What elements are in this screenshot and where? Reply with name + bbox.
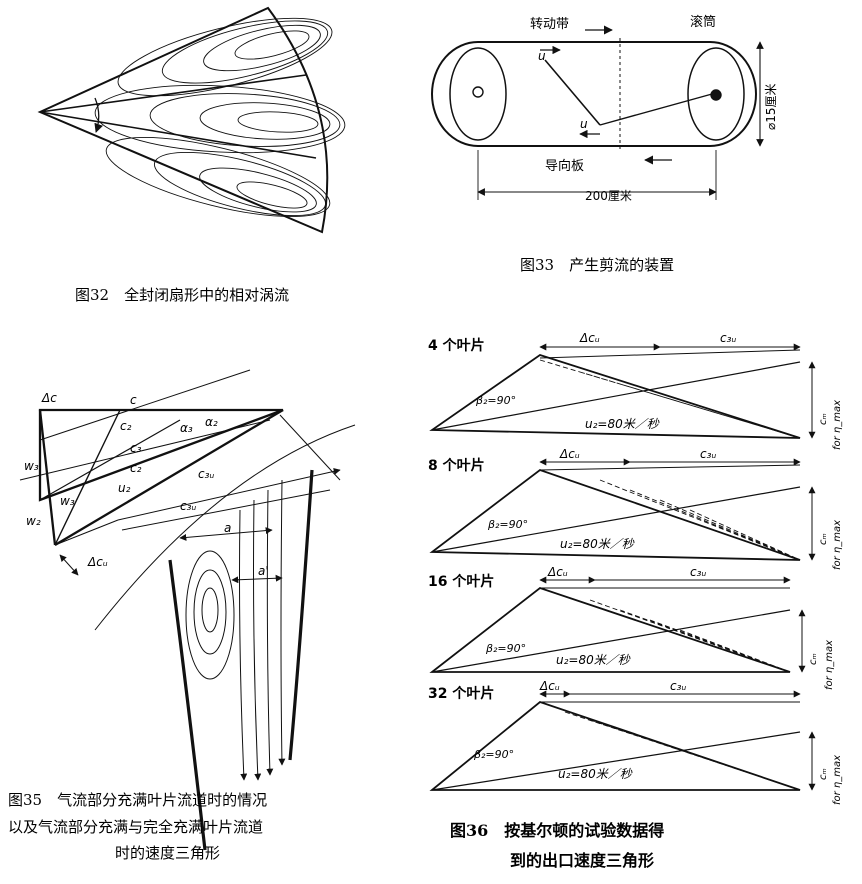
drum-label: 滚筒 — [690, 14, 716, 30]
blade-wall-right — [288, 469, 314, 761]
sector-outline — [37, 6, 329, 234]
panel-cm-label: cₘ — [818, 533, 829, 545]
fig36-caption-line2: 到的出口速度三角形 — [510, 851, 654, 870]
dcu-label: Δcᵤ — [87, 555, 108, 569]
diameter-label: ⌀15厘米 — [764, 84, 778, 131]
panel-blades-label: 32 个叶片 — [428, 685, 494, 702]
w2-label: w₂ — [26, 514, 41, 528]
panel-beta-label: β₂=90° — [487, 518, 528, 531]
triangle-lower — [54, 409, 284, 546]
panel-dcu-label: Δcᵤ — [547, 565, 568, 579]
c2b-label: c₂ — [130, 461, 142, 475]
rotation-arrow — [94, 97, 104, 133]
figure-33-shear-device — [431, 25, 764, 200]
panel-dcu-label: Δcᵤ — [559, 447, 580, 461]
left-drum — [449, 47, 507, 141]
figure-35-velocity-triangles — [19, 369, 356, 851]
panel-c3u-label: c₃ᵤ — [670, 679, 686, 693]
belt-outline — [431, 41, 757, 147]
inlet-arc — [94, 424, 356, 631]
triangle-upper — [38, 408, 284, 502]
length-label: 200厘米 — [585, 189, 632, 203]
vortex-channel-middle — [94, 84, 346, 154]
a3-label: α₃ — [180, 421, 193, 435]
panel-eta-label: for η_max — [832, 755, 843, 805]
panel-4-blades — [429, 343, 816, 439]
c2-label: c₂ — [120, 419, 132, 433]
c3u-b-label: c₃ᵤ — [180, 499, 196, 513]
vane-line — [39, 74, 307, 113]
panel-dcu-label: Δcᵤ — [579, 331, 600, 345]
panel-eta-label: for η_max — [824, 640, 835, 690]
panel-beta-label: β₂=90° — [475, 394, 516, 407]
panel-dcu-label: Δcᵤ — [539, 679, 560, 693]
c1-label: c — [130, 393, 137, 407]
panel-8-blades — [429, 458, 816, 561]
fig33-caption: 图33 产生剪流的装置 — [520, 256, 674, 274]
a-prime-label: a' — [258, 564, 269, 578]
guide-plate-label: 导向板 — [545, 158, 584, 174]
u2-label: u₂ — [118, 481, 131, 495]
passage-vortex — [185, 550, 235, 680]
panel-cm-label: cₘ — [818, 413, 829, 425]
panel-eta-label: for η_max — [832, 400, 843, 450]
panel-u2-label: u₂=80米／秒 — [558, 767, 633, 781]
panel-16-blades — [429, 576, 806, 673]
dc-top-label: Δc — [41, 391, 57, 405]
vortex-channel-top — [117, 17, 333, 97]
u-label-bottom: u — [580, 117, 588, 131]
panel-blades-label: 8 个叶片 — [428, 457, 485, 474]
c3u-label: c₃ᵤ — [198, 467, 214, 481]
fig35-caption-line3: 时的速度三角形 — [115, 844, 220, 862]
u-label-top: u — [538, 49, 546, 63]
panel-c3u-label: c₃ᵤ — [720, 331, 736, 345]
fig35-caption-line1: 图35 气流部分充满叶片流道时的情况 — [8, 791, 267, 809]
blade-wall-left — [168, 559, 207, 851]
vortex-channel-bottom — [105, 136, 331, 218]
panel-beta-label: β₂=90° — [485, 642, 526, 655]
right-drum — [687, 47, 745, 141]
fig36-caption-line1: 图36 按基尔顿的试验数据得 — [450, 821, 664, 840]
panel-cm-label: cₘ — [808, 653, 819, 665]
streamlines — [239, 479, 286, 781]
panel-eta-label: for η_max — [832, 520, 843, 570]
belt-label: 转动带 — [530, 17, 569, 32]
panel-32-blades — [429, 690, 816, 791]
guide-plate — [544, 59, 601, 126]
panel-c3u-label: c₃ᵤ — [700, 447, 716, 461]
figure-32-sector-diagram — [37, 6, 346, 234]
panel-u2-label: u₂=80米／秒 — [585, 417, 660, 431]
w3b-label: w₃ — [60, 494, 75, 508]
fig32-caption: 图32 全封闭扇形中的相对涡流 — [75, 286, 289, 304]
a2-label: α₂ — [205, 415, 218, 429]
panel-u2-label: u₂=80米／秒 — [556, 653, 631, 667]
w3-label: w₃ — [24, 459, 39, 473]
panel-blades-label: 16 个叶片 — [428, 573, 494, 590]
c3-label: c₃ — [130, 441, 142, 455]
figure-36-outlet-triangles — [429, 343, 816, 791]
panel-blades-label: 4 个叶片 — [428, 337, 485, 354]
panel-cm-label: cₘ — [818, 768, 829, 780]
fig35-caption-line2: 以及气流部分充满与完全充满叶片流道 — [8, 818, 263, 836]
panel-beta-label: β₂=90° — [473, 748, 514, 761]
panel-u2-label: u₂=80米／秒 — [560, 537, 635, 551]
panel-c3u-label: c₃ᵤ — [690, 565, 706, 579]
a-label: a — [224, 521, 231, 535]
